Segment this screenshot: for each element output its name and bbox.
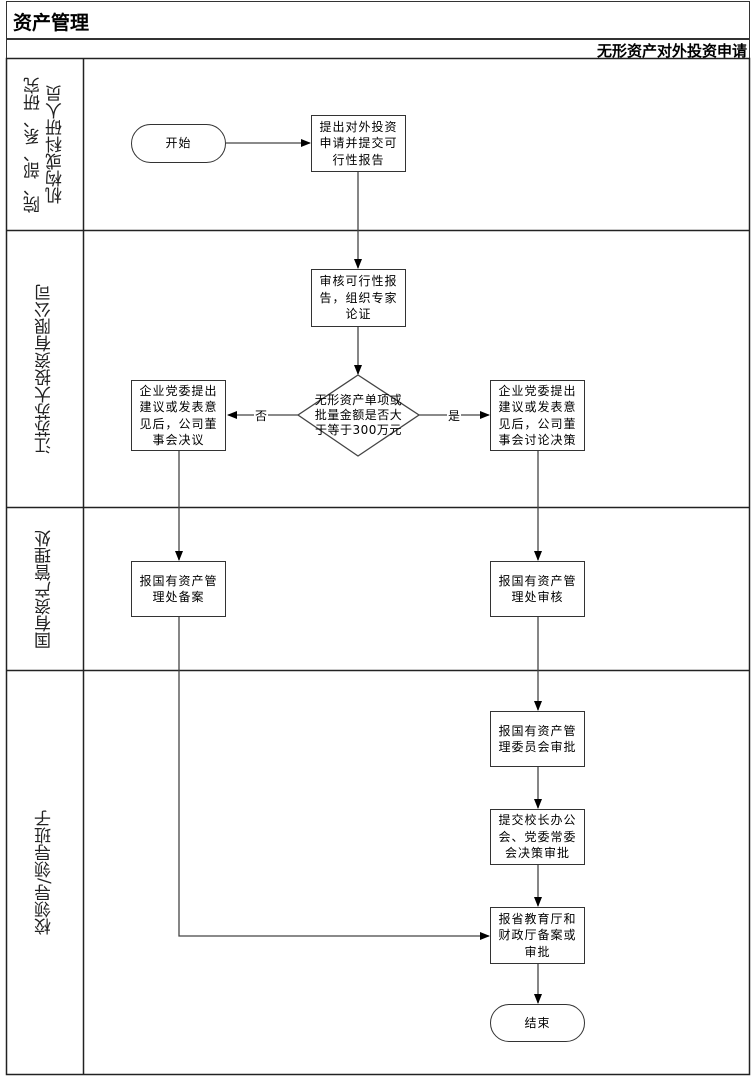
review-feasibility-node[interactable]: 审核可行性报 告，组织专家 论证 [311, 269, 406, 327]
lane-leadership: 校领导/领导班子 [6, 671, 84, 1074]
lane-company: 江苏苏大投资有限公司 [6, 231, 84, 507]
decision-diamond [296, 374, 421, 457]
provincial-filing-node[interactable]: 报省教育厅和 财政厅备案或 审批 [490, 907, 585, 964]
lane-departments: 院、部、系、研究 机构或科研人员 [6, 59, 84, 230]
title-bar: 资产管理 [6, 1, 750, 38]
end-node[interactable]: 结束 [490, 1004, 585, 1042]
committee-approval-node[interactable]: 报国有资产管 理委员会审批 [490, 711, 585, 767]
lane-label-asset-office: 国有资产管理处 [35, 529, 55, 649]
report-review-node[interactable]: 报国有资产管 理处审核 [490, 561, 585, 617]
page-title: 资产管理 [13, 12, 90, 34]
lanes-border [5, 57, 751, 1076]
board-resolution-node[interactable]: 企业党委提出 建议或发表意 见后，公司董 事会决议 [131, 380, 226, 451]
decision-amount-text[interactable]: 无形资产单项或 批量金额是否大 于等于300万元 [314, 392, 403, 437]
edge-label-no: 否 [254, 407, 269, 424]
report-filing-node[interactable]: 报国有资产管 理处备案 [131, 561, 226, 617]
process-title: 无形资产对外投资申请 [596, 42, 747, 60]
lane-label-company: 江苏苏大投资有限公司 [35, 284, 55, 454]
president-office-node[interactable]: 提交校长办公 会、党委常委 会决策审批 [490, 809, 585, 865]
start-node[interactable]: 开始 [131, 124, 226, 163]
submit-application-node[interactable]: 提出对外投资 申请并提交可 行性报告 [311, 115, 406, 172]
lane-label-departments: 院、部、系、研究 机构或科研人员 [24, 76, 66, 213]
lane-label-leadership: 校领导/领导班子 [35, 810, 55, 935]
board-discussion-node[interactable]: 企业党委提出 建议或发表意 见后，公司董 事会讨论决策 [490, 380, 585, 451]
edge-filing-provincial [178, 617, 490, 940]
lane-asset-office: 国有资产管理处 [6, 508, 84, 670]
edge-label-yes: 是 [447, 407, 462, 424]
